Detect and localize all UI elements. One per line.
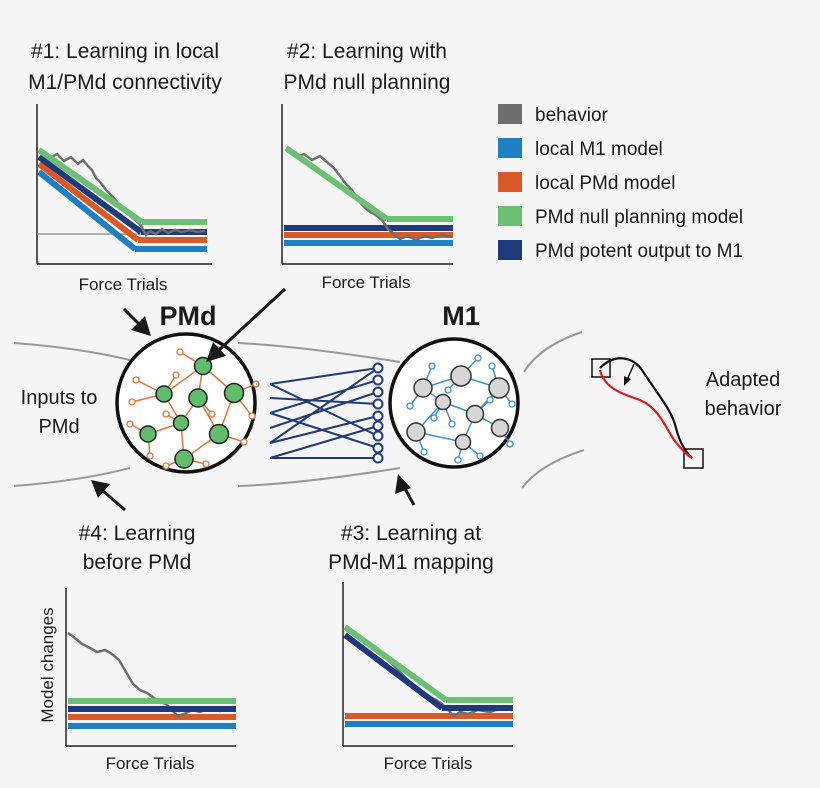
- panel-4-ylabel: Model changes: [38, 607, 57, 722]
- panel-4-title-line-1: #4: Learning: [79, 522, 196, 545]
- bridge-curve-top: [237, 342, 401, 363]
- panel-2-title-line-1: #2: Learning with: [287, 40, 447, 63]
- inputs-label-line-2: PMd: [38, 416, 79, 438]
- legend-swatch-behavior: [498, 104, 522, 124]
- panel-1-plot: Force Trials: [36, 104, 212, 294]
- pmd-region-label: PMd: [160, 301, 217, 331]
- panel-3-plot: Force Trials: [342, 582, 513, 773]
- panel-2-behavior-trace: [287, 149, 453, 242]
- m1-region-label: M1: [442, 301, 480, 331]
- m1-node: [413, 378, 433, 398]
- panel-2-plot: Force Trials: [281, 104, 453, 292]
- panel-1-xlabel: Force Trials: [79, 275, 168, 294]
- pmd-m1-mapping: [269, 362, 384, 464]
- panel-3-xlabel: Force Trials: [384, 754, 473, 773]
- panel-1-local-m1-line: [37, 169, 137, 252]
- input-curve-top: [13, 342, 131, 361]
- legend-swatch-null-planning: [498, 206, 522, 226]
- panel-1-potent-line: [37, 154, 143, 235]
- legend-swatch-potent-output: [498, 240, 522, 260]
- inputs-label-line-1: Inputs to: [21, 387, 98, 409]
- panel-2-xlabel: Force Trials: [322, 273, 411, 292]
- panel-2-title-line-2: PMd null planning: [284, 71, 451, 94]
- behavior-label-line-2: behavior: [705, 398, 782, 420]
- arrow-2-head: [206, 342, 226, 362]
- legend-swatch-local-m1: [498, 138, 522, 158]
- panel-4-title-line-2: before PMd: [83, 551, 192, 574]
- pmd-node: [193, 356, 213, 376]
- panel-4-xlabel: Force Trials: [106, 754, 195, 773]
- output-curve-bottom: [521, 449, 585, 489]
- panel-1-title-line-2: M1/PMd connectivity: [28, 71, 222, 94]
- panel-4-plot: Force Trials Model changes: [38, 588, 236, 773]
- m1-network: M1: [388, 301, 520, 469]
- legend-swatch-local-pmd: [498, 172, 522, 192]
- arrows: [91, 287, 416, 512]
- panel-3-potent-line: [343, 632, 444, 711]
- legend: behavior local M1 model local PMd model …: [498, 104, 743, 262]
- legend-label-local-m1: local M1 model: [535, 139, 663, 160]
- legend-label-behavior: behavior: [535, 105, 609, 126]
- black-trajectory: [599, 357, 693, 459]
- panel-1-local-pmd-line: [37, 161, 140, 243]
- panel-3-null-line: [343, 624, 448, 703]
- bridge-curve-bottom: [237, 467, 401, 487]
- behavior-label-line-1: Adapted: [706, 369, 781, 391]
- panel-3-title-line-2: PMd-M1 mapping: [328, 551, 494, 574]
- start-target-box: [591, 358, 611, 378]
- mapping-node: [372, 362, 384, 374]
- legend-label-potent-output: PMd potent output to M1: [535, 241, 743, 262]
- panel-2-null-line: [284, 145, 389, 222]
- arrow-1-head: [131, 316, 151, 336]
- panel-3-title-line-1: #3: Learning at: [341, 522, 481, 545]
- input-curve-bottom: [13, 467, 131, 487]
- panel-1-title-line-1: #1: Learning in local: [31, 40, 219, 63]
- red-trajectory: [598, 369, 693, 459]
- end-target-box: [683, 448, 704, 469]
- panel-1-null-line: [37, 147, 144, 225]
- legend-label-null-planning: PMd null planning model: [535, 207, 743, 228]
- flow-curves: [13, 331, 585, 489]
- arrow-4-head: [91, 480, 110, 498]
- legend-label-local-pmd: local PMd model: [535, 173, 675, 194]
- pmd-network: PMd: [115, 301, 260, 474]
- arrow-3-head: [395, 474, 411, 494]
- trajectory: [591, 357, 704, 469]
- trajectory-arrow: [624, 376, 631, 386]
- output-curve-top: [523, 331, 583, 373]
